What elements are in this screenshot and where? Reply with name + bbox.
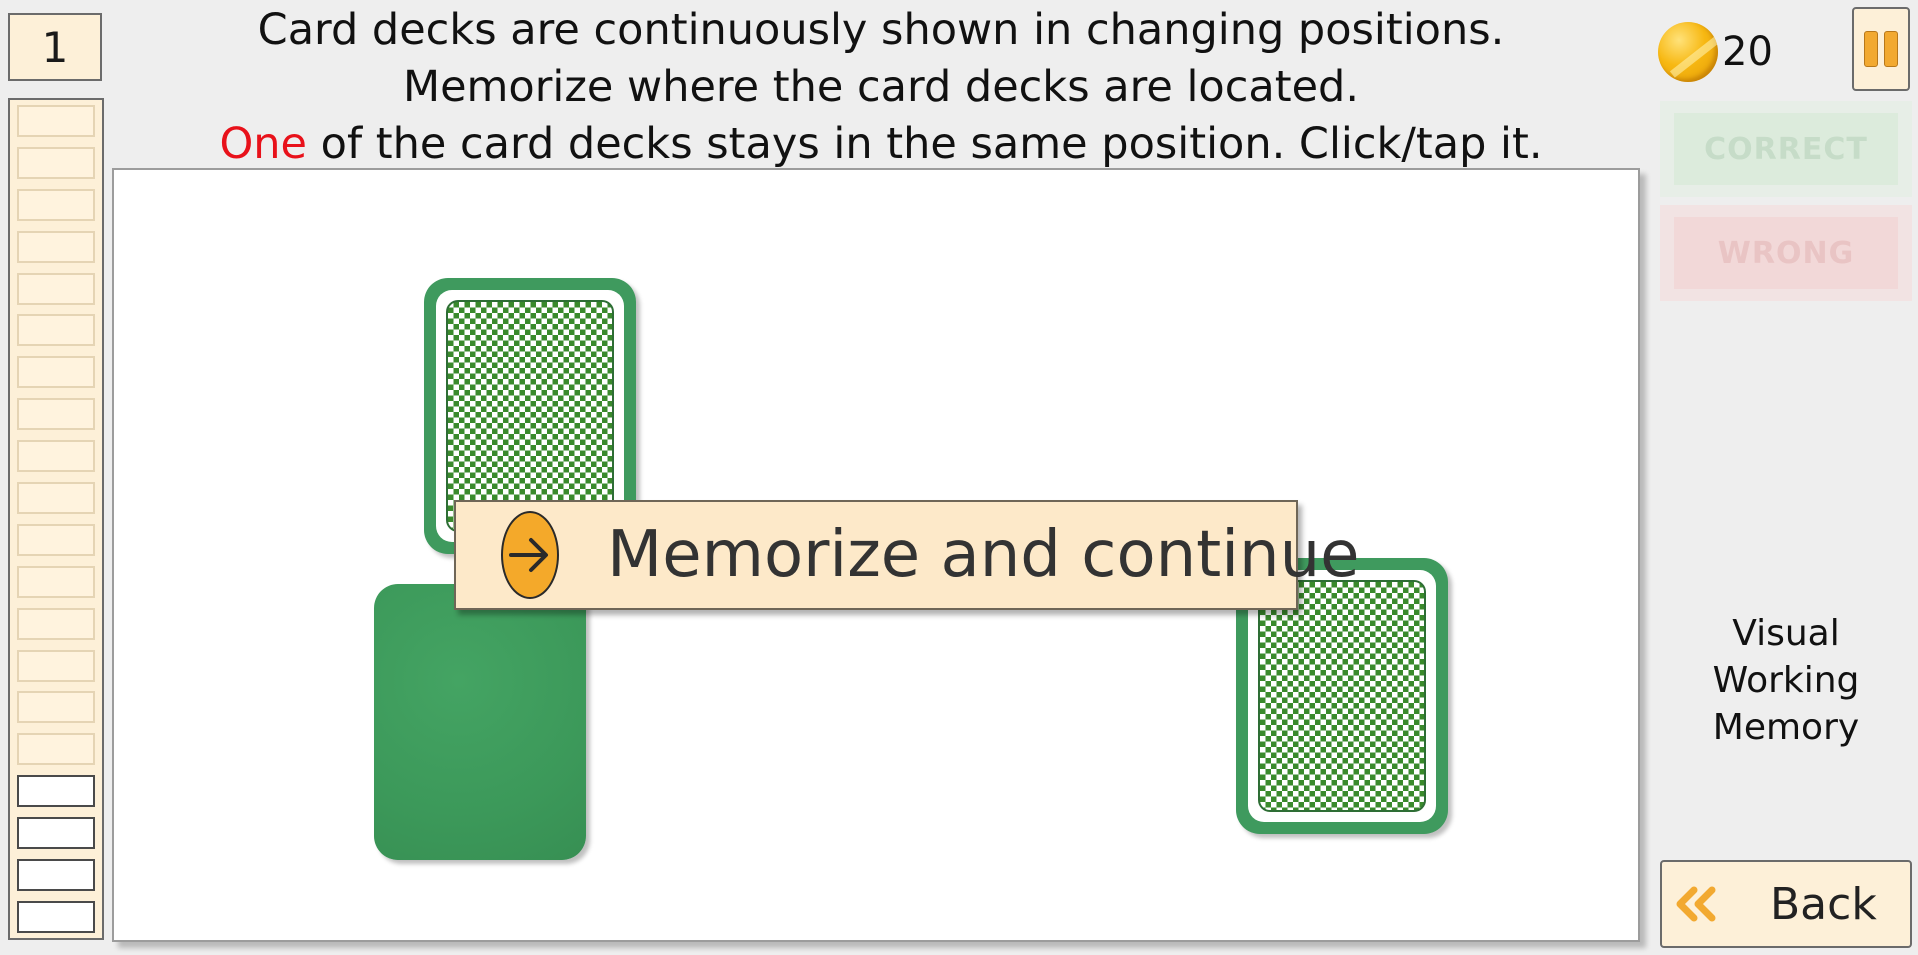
- progress-slot-filled: [17, 691, 95, 724]
- progress-slot-filled: [17, 230, 95, 263]
- task-name-line: Working: [1712, 660, 1860, 701]
- progress-slot-filled: [17, 565, 95, 598]
- progress-slot-filled: [17, 733, 95, 766]
- task-name-line: Visual: [1732, 613, 1840, 654]
- arrow-right-circle-icon: [501, 511, 559, 599]
- progress-slot-filled: [17, 482, 95, 515]
- pause-button[interactable]: [1852, 7, 1910, 91]
- feedback-correct-label: CORRECT: [1674, 113, 1898, 185]
- progress-column: [8, 98, 104, 940]
- deck-right[interactable]: [1236, 558, 1448, 834]
- instructions: Card decks are continuously shown in cha…: [112, 2, 1650, 173]
- progress-slot-filled: [17, 272, 95, 305]
- progress-slot-empty: [17, 775, 95, 808]
- feedback-wrong: WRONG: [1660, 205, 1912, 301]
- progress-slot-filled: [17, 146, 95, 179]
- feedback-correct: CORRECT: [1660, 101, 1912, 197]
- task-name: Visual Working Memory: [1660, 610, 1912, 751]
- instruction-highlight: One: [219, 119, 308, 169]
- progress-slot-filled: [17, 188, 95, 221]
- card-face: [1248, 570, 1436, 822]
- progress-slot-empty: [17, 817, 95, 850]
- back-button[interactable]: Back: [1660, 860, 1912, 948]
- progress-slot-empty: [17, 859, 95, 892]
- instruction-line-3: One of the card decks stays in the same …: [112, 116, 1650, 173]
- continue-label: Memorize and continue: [607, 518, 1360, 592]
- pause-icon: [1864, 31, 1878, 67]
- pause-icon: [1884, 31, 1898, 67]
- progress-slot-filled: [17, 440, 95, 473]
- instruction-line-2: Memorize where the card decks are locate…: [402, 62, 1359, 112]
- level-indicator: 1: [8, 13, 102, 81]
- coin-icon: [1658, 22, 1718, 82]
- progress-slot-filled: [17, 356, 95, 389]
- double-chevron-left-icon: [1676, 886, 1716, 922]
- score-value: 20: [1722, 29, 1773, 75]
- card-pattern: [1258, 580, 1426, 812]
- progress-slot-filled: [17, 649, 95, 682]
- instruction-line-3-text: of the card decks stays in the same posi…: [307, 119, 1543, 169]
- progress-slot-filled: [17, 607, 95, 640]
- feedback-wrong-label: WRONG: [1674, 217, 1898, 289]
- score-display: 20: [1658, 20, 1773, 84]
- progress-slot-filled: [17, 105, 95, 137]
- back-label: Back: [1770, 878, 1877, 930]
- task-name-line: Memory: [1712, 707, 1860, 748]
- progress-slot-filled: [17, 314, 95, 347]
- memorize-continue-button[interactable]: Memorize and continue: [454, 500, 1360, 610]
- card-pattern: [446, 300, 614, 532]
- instruction-line-1: Card decks are continuously shown in cha…: [257, 5, 1505, 55]
- deck-bottom-left[interactable]: [374, 584, 586, 860]
- progress-slot-filled: [17, 398, 95, 431]
- progress-slot-filled: [17, 523, 95, 556]
- progress-slot-empty: [17, 900, 95, 933]
